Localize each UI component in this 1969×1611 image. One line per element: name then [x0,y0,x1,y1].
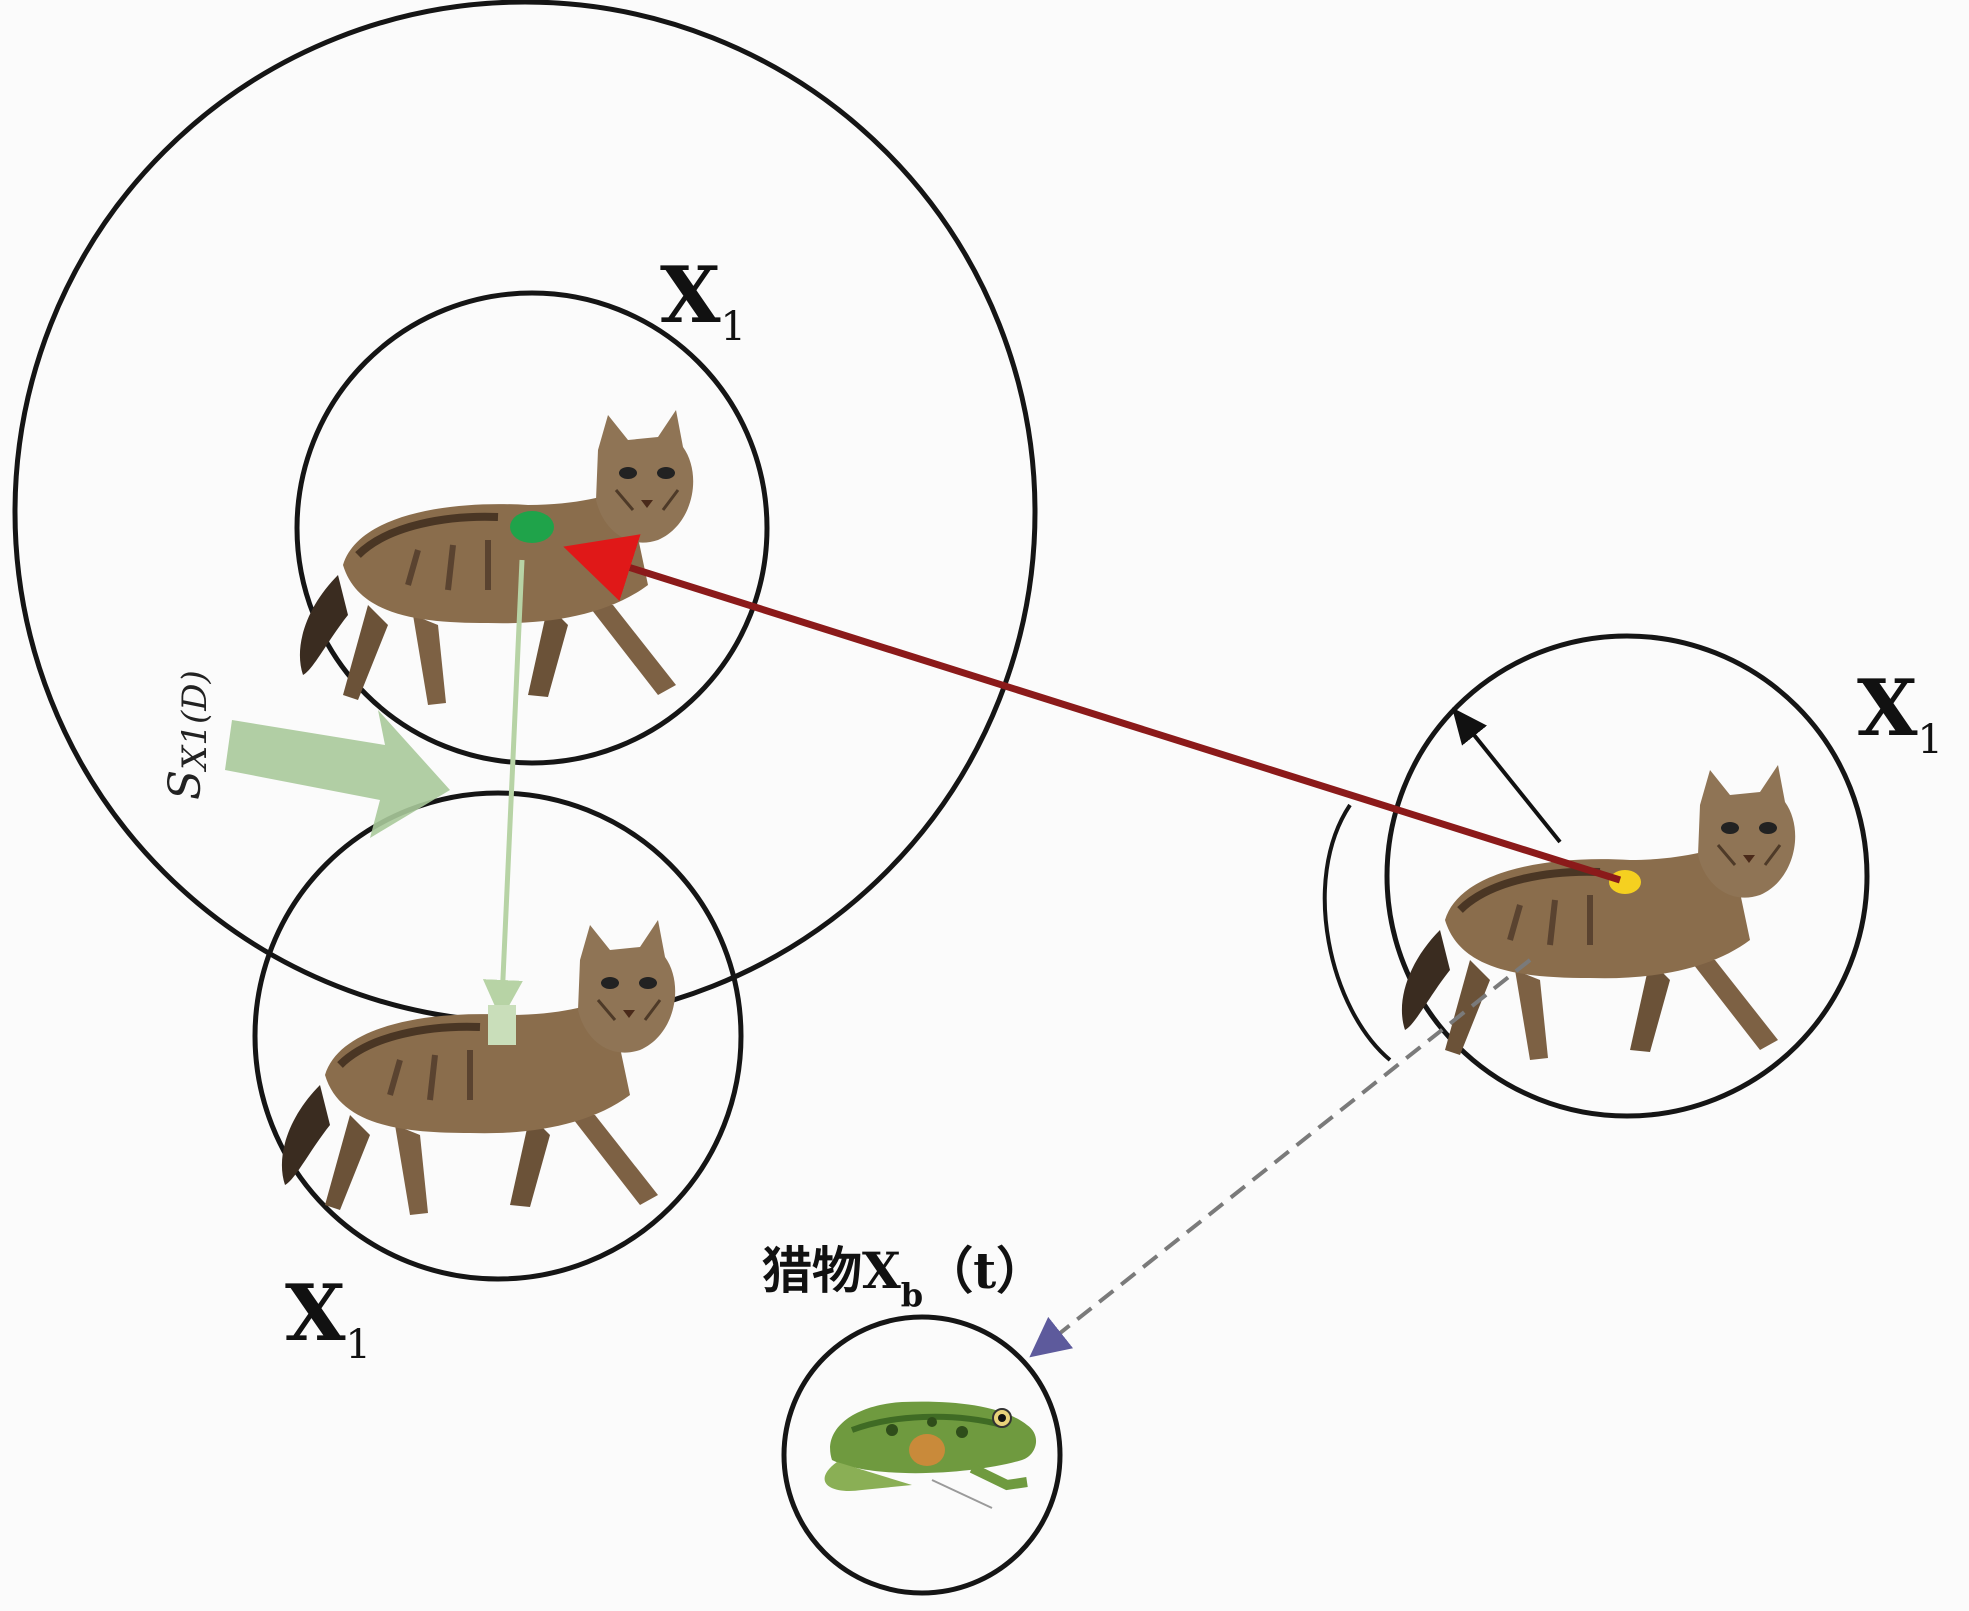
move-arrow [502,560,522,1000]
move-arrow-marker [488,1005,516,1045]
wildcat-icon [282,920,675,1215]
x-bottom-label: X [285,1268,346,1359]
x-right-sub: 1 [1918,717,1943,763]
green-position-marker [510,511,554,543]
s-label: S [160,770,211,800]
attack-arrow [590,555,1620,880]
direction-arrow [225,710,450,838]
prey-dashed-arrow [1045,960,1530,1345]
frog-icon [825,1402,1036,1508]
x-bottom-sub: 1 [346,1322,371,1368]
radius-arrow [1462,720,1560,842]
x-top-sub: 1 [721,304,746,350]
prey-label-sub: b [901,1276,923,1314]
yellow-position-marker [1609,870,1641,894]
x-right-label: X [1857,663,1918,754]
prey-label-suffix: （t） [923,1241,1046,1300]
svg-text:X1: X1 [1857,663,1943,763]
svg-text:SX1(D): SX1(D) [160,670,215,800]
s-label-sub: X1(D) [175,670,215,773]
svg-text:X1: X1 [285,1268,371,1368]
prey-label: 猎物X [762,1241,901,1300]
svg-text:X1: X1 [660,250,746,350]
angle-arc [1325,805,1390,1060]
wildcat-icon [300,410,693,705]
x-top-label: X [660,250,721,341]
svg-text:猎物Xb（t）: 猎物Xb（t） [762,1241,1046,1314]
